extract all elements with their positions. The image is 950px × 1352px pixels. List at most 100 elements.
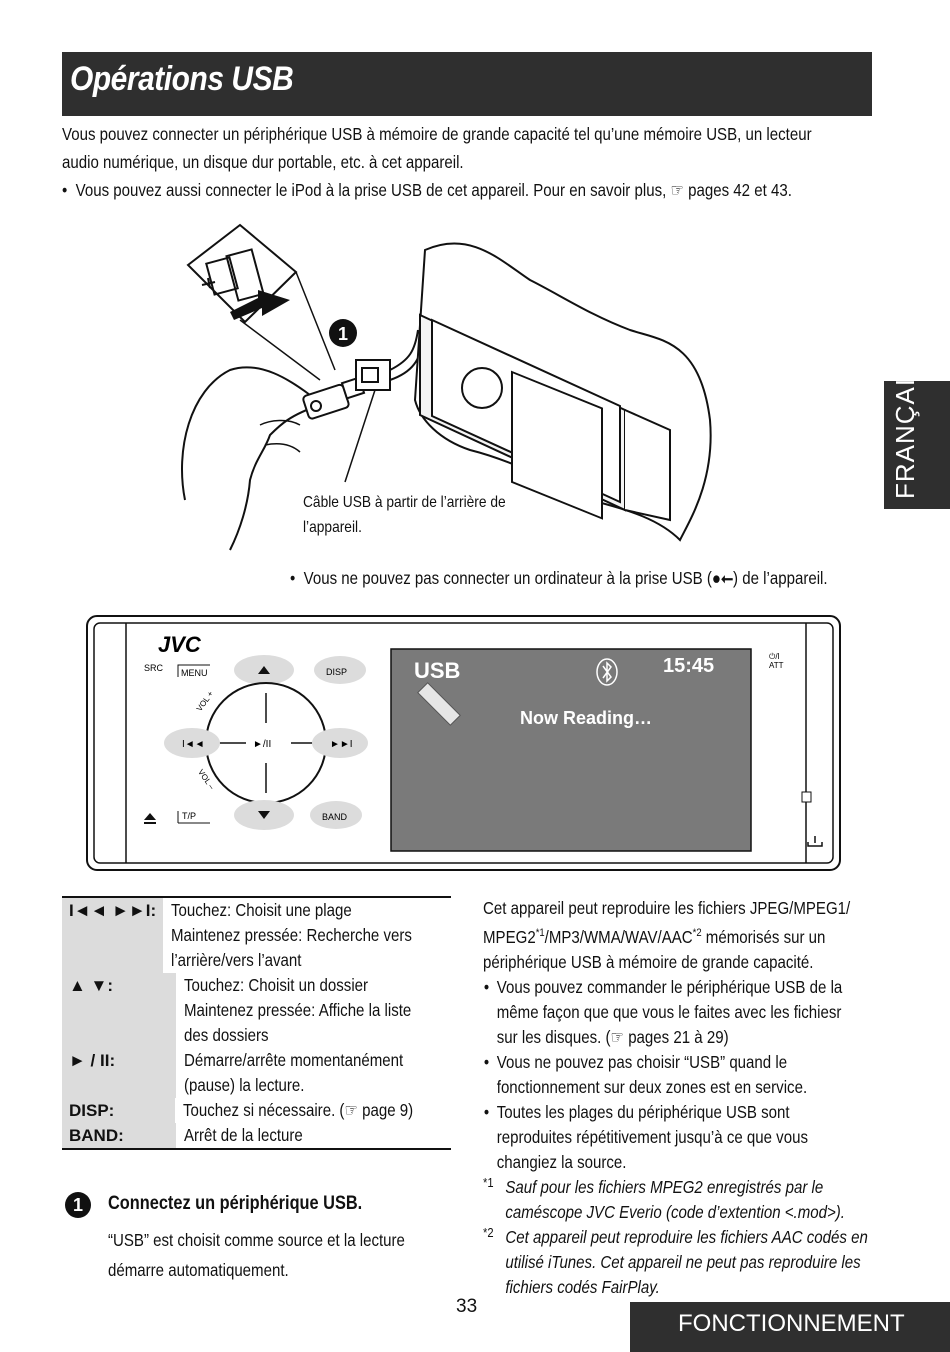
prev-track-button[interactable]	[164, 728, 220, 758]
footer-tab: FONCTIONNEMENT	[630, 1302, 950, 1352]
desc-line: Maintenez pressée: Recherche vers	[170, 925, 412, 945]
footnote-mark: *2	[483, 1224, 494, 1240]
src-label: SRC	[144, 663, 164, 673]
bullet-text: sur les disques. (☞ pages 21 à 29)	[496, 1026, 729, 1047]
desc-line: l’arrière/vers l’avant	[170, 950, 302, 970]
insert-arrow-icon	[230, 290, 290, 320]
footnote-text: caméscope JVC Everio (code d’extention <…	[505, 1201, 845, 1222]
rc-p2a: MPEG2	[483, 926, 536, 947]
desc-cell: Touchez si nécessaire. (☞ page 9)	[175, 1098, 451, 1123]
bullet-text: fonctionnement sur deux zones est en ser…	[496, 1076, 808, 1097]
desc-cell: Démarre/arrête momentanément(pause) la l…	[176, 1048, 451, 1098]
usb-stick-icon	[302, 376, 366, 420]
warning-text-before: Vous ne pouvez pas connecter un ordinate…	[303, 568, 712, 588]
detach-icon[interactable]	[807, 836, 823, 847]
screen-status: Now Reading…	[520, 708, 652, 728]
bullet-line: • Vous pouvez commander le périphérique U…	[483, 975, 842, 1000]
bullet-dot: •	[483, 1101, 490, 1122]
bullet-dot: •	[483, 1051, 490, 1072]
footnote-text: Cet appareil peut reproduire les fichier…	[505, 1226, 868, 1247]
bullet-line: fonctionnement sur deux zones est en ser…	[483, 1075, 827, 1100]
step-1-line-1: “USB” est choisit comme source et la lec…	[108, 1230, 405, 1250]
ir-sensor	[801, 791, 812, 803]
step-marker	[329, 319, 357, 347]
step-marker-label: 1	[338, 324, 348, 344]
usb-connection-illustration: 1	[181, 223, 712, 551]
intro-bullet: • Vous pouvez aussi connecter le iPod à …	[62, 180, 792, 200]
step-1-heading: Connectez un périphérique USB.	[108, 1193, 363, 1214]
disp-button[interactable]: DISP	[326, 667, 347, 677]
step-1-line-2: démarre automatiquement.	[108, 1260, 289, 1280]
screen-time: 15:45	[663, 655, 714, 677]
up-arrow-icon	[258, 666, 270, 674]
page-number: 33	[456, 1296, 478, 1317]
usb-symbol-icon: ●⭠	[711, 568, 734, 588]
power-label[interactable]: ⏻/I	[769, 652, 780, 661]
band-button-bg[interactable]	[310, 801, 362, 829]
att-label: ATT	[769, 661, 784, 670]
bullet-text: Vous pouvez commander le périphérique US…	[496, 976, 843, 997]
table-row: BAND:Arrêt de la lecture	[62, 1123, 451, 1148]
bullet-text: changiez la source.	[496, 1151, 627, 1172]
car-dashboard-unit	[413, 242, 712, 542]
page-title: Opérations USB	[70, 60, 294, 98]
intro-bullet-text: Vous pouvez aussi connecter le iPod à la…	[75, 180, 792, 200]
jvc-front-panel: JVC SRC MENU DISP ►/II VOL + VOL – I◄◄ ►…	[86, 615, 841, 871]
disp-button-bg[interactable]	[314, 656, 366, 684]
desc-cell: Arrêt de la lecture	[176, 1123, 451, 1148]
band-button[interactable]: BAND	[322, 812, 348, 822]
warning-text-after: ) de l’appareil.	[733, 568, 828, 588]
desc-line: Démarre/arrête momentanément	[184, 1050, 404, 1070]
footnote-mark: *1	[483, 1174, 494, 1190]
footnote-line: *2 Cet appareil peut reproduire les fichi…	[483, 1225, 868, 1250]
cable-caption-line-2: l’appareil.	[303, 519, 362, 536]
cable-caption-line-1: Câble USB à partir de l’arrière de	[303, 494, 506, 511]
next-track-button[interactable]	[312, 728, 368, 758]
display-screen	[390, 648, 752, 852]
footnote-line: *1 Sauf pour les fichiers MPEG2 enregistr…	[483, 1175, 827, 1200]
table-row: ► / II:Démarre/arrête momentanément(paus…	[62, 1048, 451, 1098]
bullet-line: changiez la source.	[483, 1150, 827, 1175]
bullet-text: reproduites répétitivement jusqu’à ce qu…	[496, 1126, 808, 1147]
rc-p2: MPEG2*1/MP3/WMA/WAV/AAC*2 mémorisés sur …	[483, 921, 827, 950]
footer-tab-label: FONCTIONNEMENT	[678, 1310, 905, 1337]
screen-source: USB	[414, 658, 460, 683]
desc-line: Touchez si nécessaire. (☞ page 9)	[183, 1100, 414, 1120]
desc-line: Touchez: Choisit un dossier	[184, 975, 369, 995]
bullet-line: reproduites répétitivement jusqu’à ce qu…	[483, 1125, 827, 1150]
bluetooth-icon	[596, 658, 618, 686]
menu-button[interactable]: MENU	[181, 668, 208, 678]
footnote-line: utilisé iTunes. Cet appareil ne peut pas…	[483, 1250, 860, 1275]
down-arrow-icon	[258, 811, 270, 819]
footnote-text: Sauf pour les fichiers MPEG2 enregistrés…	[505, 1176, 824, 1197]
key-cell: DISP:	[62, 1098, 176, 1123]
footnote-line: fichiers codés FairPlay.	[483, 1275, 827, 1300]
usb-cable-plug	[344, 329, 425, 483]
language-tab: FRANÇAIS	[884, 360, 950, 509]
hand-illustration	[181, 366, 322, 551]
bullet-line: même façon que que vous le faites avec l…	[483, 1000, 842, 1025]
bullet-line: •Vous ne pouvez pas choisir “USB” quand …	[483, 1050, 827, 1075]
bullet-line: • Toutes les plages du périphérique USB s…	[483, 1100, 827, 1125]
bullet-dot: •	[483, 976, 490, 997]
key-cell: ▲ ▼:	[62, 973, 176, 1048]
eject-icon[interactable]	[144, 813, 156, 820]
footnote-text: utilisé iTunes. Cet appareil ne peut pas…	[505, 1251, 861, 1272]
key-cell: ► / II:	[62, 1048, 176, 1098]
right-column: Cet appareil peut reproduire les fichier…	[483, 896, 883, 1300]
language-tab-label: FRANÇAIS	[890, 359, 920, 499]
prev-icon: I◄◄	[182, 739, 205, 750]
rc-p3: périphérique USB à mémoire de grande cap…	[483, 951, 814, 972]
footnote-line: caméscope JVC Everio (code d’extention <…	[483, 1200, 845, 1225]
tp-button[interactable]: T/P	[182, 811, 196, 821]
bullet-text: Toutes les plages du périphérique USB so…	[496, 1101, 790, 1122]
intro-line-2: audio numérique, un disque dur portable,…	[62, 152, 464, 172]
key-cell: BAND:	[62, 1123, 176, 1148]
play-pause-button[interactable]: ►/II	[253, 739, 271, 750]
cable-caption: Câble USB à partir de l’arrière de l’app…	[303, 490, 539, 540]
title-bar: Opérations USB	[62, 52, 872, 116]
footnote-text: fichiers codés FairPlay.	[505, 1276, 660, 1297]
